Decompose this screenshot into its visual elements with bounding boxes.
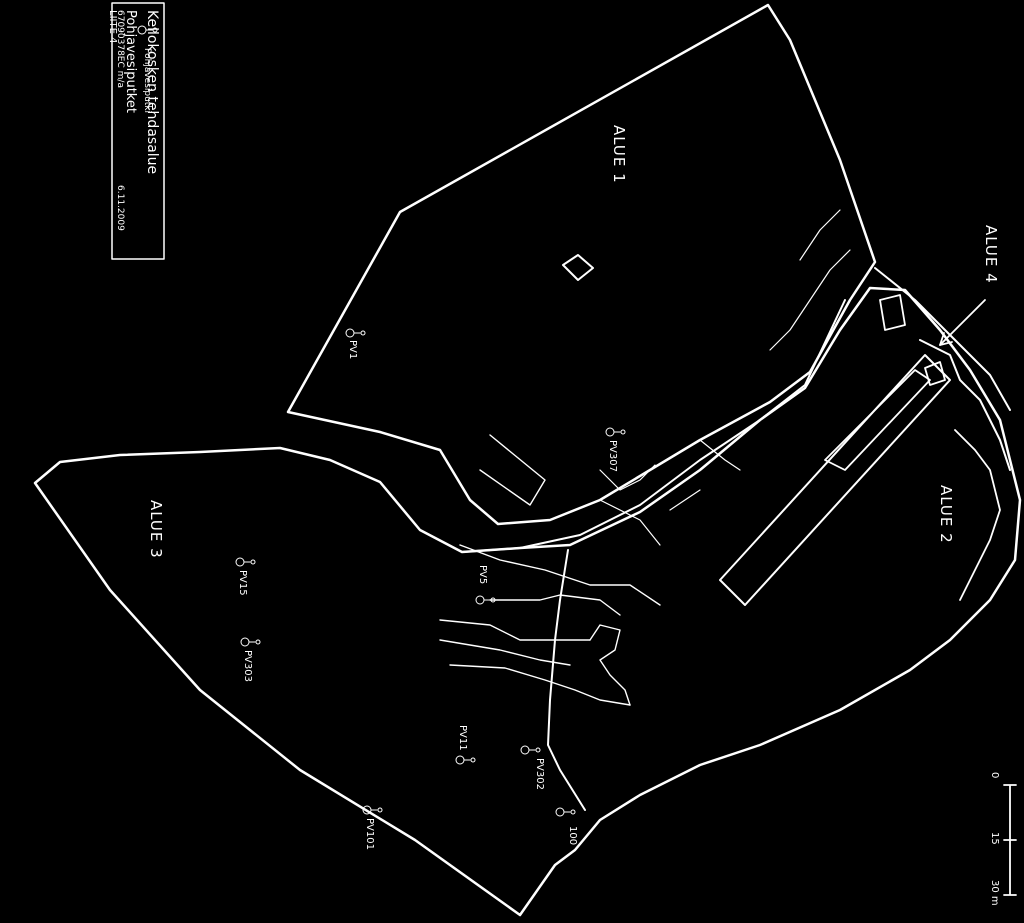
river-inner-2 [669, 489, 701, 511]
pv5-symbol [475, 595, 496, 605]
legend-doc-code: 67090378EC m/a [115, 10, 125, 88]
alue1-inner-2 [769, 249, 851, 351]
well-label-pv302: PV302 [534, 758, 545, 790]
contour-2 [489, 594, 621, 616]
building-alue1 [562, 254, 594, 281]
pv101-symbol [362, 805, 383, 815]
well-label-pv15: PV15 [237, 570, 248, 596]
well-label-pv11: PV11 [457, 725, 468, 751]
building-strip [824, 369, 931, 471]
area-2-line [919, 339, 1011, 471]
legend-box [111, 2, 165, 260]
well-100-symbol [555, 807, 576, 817]
well-label-pv101: PV101 [364, 818, 375, 850]
building-small-2 [924, 361, 946, 386]
legend-well-symbol [137, 25, 158, 35]
scale-label-0: 0 [989, 772, 1000, 779]
legend-date: 6.11.2009 [115, 185, 125, 231]
contour-3 [439, 619, 591, 641]
contour-1 [459, 544, 661, 606]
pv1-symbol [345, 328, 366, 338]
area-label-alue-1: ALUE 1 [610, 125, 628, 184]
pv15-symbol [235, 557, 256, 567]
feature-zigzag [589, 624, 631, 706]
area-label-alue-2: ALUE 2 [937, 485, 955, 544]
scale-bar [1003, 784, 1017, 896]
building-small-1 [879, 294, 906, 331]
pv11-symbol [455, 755, 476, 765]
well-label-pv307: PV307 [607, 440, 618, 472]
legend-symbol-label: Pohjavesiputki [142, 48, 152, 114]
contour-4 [439, 639, 571, 666]
area-1-boundary [286, 3, 877, 526]
area-label-alue-4: ALUE 4 [982, 225, 1000, 284]
pv303-symbol [240, 637, 261, 647]
river-inner-1 [699, 439, 741, 471]
pv307-symbol [605, 427, 626, 437]
well-label-100: 100 [567, 826, 578, 846]
river-bank-south [461, 299, 846, 553]
contour-5 [449, 664, 631, 706]
scale-label-30m: 30 m [989, 880, 1000, 906]
pv302-symbol [520, 745, 541, 755]
well-label-pv1: PV1 [347, 340, 358, 360]
alue-4-arrow [939, 299, 986, 346]
area-2-coast [954, 429, 1001, 601]
scale-label-15: 15 [989, 832, 1000, 845]
alue1-inner-5 [599, 499, 661, 546]
alue1-inner-3 [799, 209, 841, 261]
area-3-divider [547, 549, 586, 811]
legend-subtitle: Pohjavesiputket [123, 10, 138, 113]
alue-4-arrowhead [939, 332, 953, 346]
well-label-pv303: PV303 [242, 650, 253, 682]
alue1-inner-1 [479, 434, 546, 506]
building-long [719, 354, 951, 606]
alue1-inner-4 [599, 464, 656, 491]
area-3-boundary [33, 286, 1022, 917]
well-label-pv5: PV5 [477, 565, 488, 585]
area-label-alue-3: ALUE 3 [147, 500, 165, 559]
